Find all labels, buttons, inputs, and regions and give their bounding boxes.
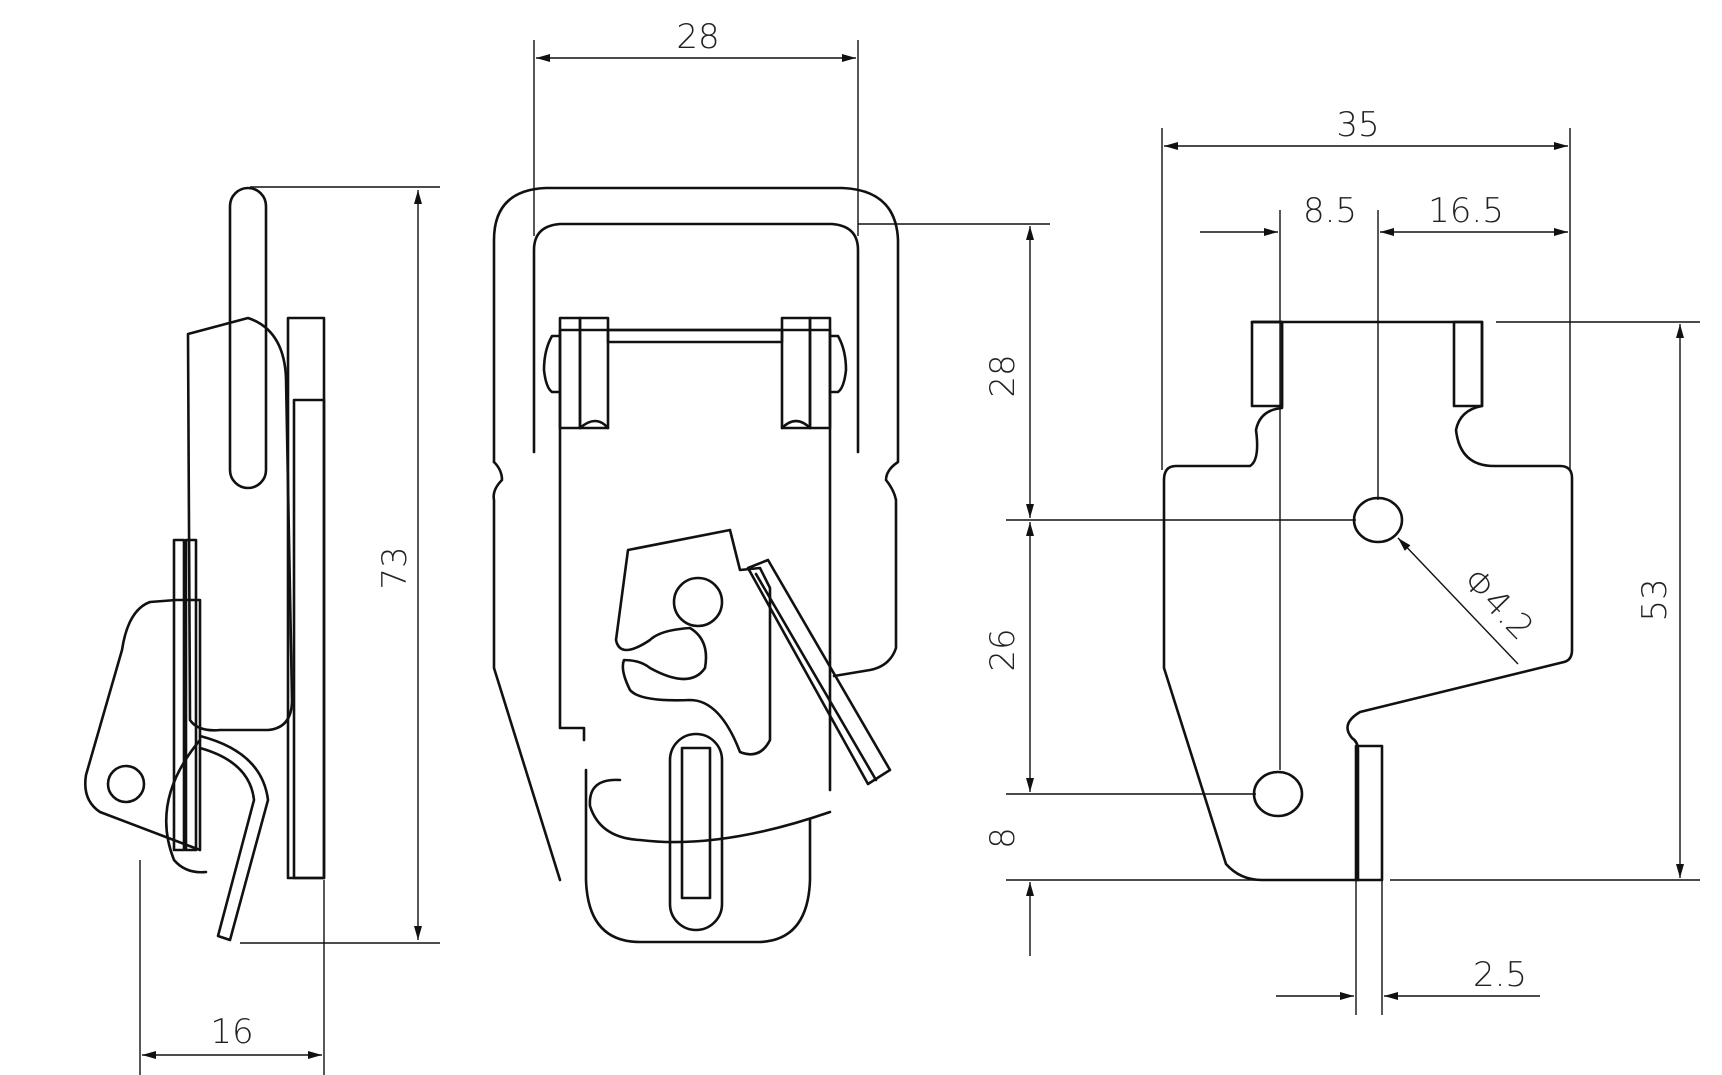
side-clip-plate-2 xyxy=(184,538,198,852)
base-bottom-offset-label: 8 xyxy=(983,827,1023,849)
front-hinge-knuckle-right-2 xyxy=(808,316,832,430)
side-hook xyxy=(84,598,202,852)
side-roller xyxy=(164,738,208,874)
base-height-label: 53 xyxy=(1635,578,1675,621)
front-hinge-pin-right xyxy=(828,334,848,394)
base-width-label: 35 xyxy=(1336,105,1379,145)
front-hinge-knuckle-right xyxy=(780,316,812,430)
front-slot-inner xyxy=(680,746,712,900)
side-lever-tab xyxy=(228,186,268,490)
base-offset-right-label: 16.5 xyxy=(1428,191,1504,231)
base-hole-top xyxy=(1352,496,1404,544)
front-hinge-knuckle-left-2 xyxy=(578,316,610,430)
front-slot-outer xyxy=(668,732,724,932)
front-cam-hole xyxy=(672,576,724,628)
front-hinge-bar xyxy=(606,328,784,344)
base-lip xyxy=(1354,744,1384,882)
front-hook-plate xyxy=(584,768,812,944)
front-view: 28 xyxy=(492,17,900,944)
side-depth-label: 16 xyxy=(210,1012,253,1052)
base-upper-height-label: 28 xyxy=(983,354,1023,397)
base-tab-right xyxy=(1452,320,1484,408)
front-main-plate xyxy=(558,328,832,792)
base-view: 35 8.5 16.5 28 26 8 53 2.5 Φ4.2 xyxy=(858,105,1700,1015)
base-hole-diameter-leader xyxy=(1397,537,1519,665)
side-clip-plate xyxy=(172,538,186,852)
front-hook-curve xyxy=(588,778,832,844)
front-outer-loop-left xyxy=(492,460,562,882)
front-cam-lever xyxy=(614,528,772,756)
base-offset-left-label: 8.5 xyxy=(1303,191,1357,231)
front-outer-loop xyxy=(492,186,900,678)
front-diagonal-bar xyxy=(746,558,892,786)
side-spring-wire xyxy=(198,734,270,942)
base-tab-left xyxy=(1250,320,1284,408)
side-hinge-body xyxy=(186,316,294,732)
side-back-plate-inner xyxy=(292,398,326,880)
side-hook-hole xyxy=(106,764,146,804)
front-hinge-pin-left xyxy=(542,334,562,394)
front-inner-loop xyxy=(532,222,860,454)
front-width-label: 28 xyxy=(676,17,719,57)
front-hinge-knuckle-left xyxy=(558,316,582,430)
base-hole-bottom xyxy=(1252,770,1304,818)
base-hole-diameter-label: Φ4.2 xyxy=(1455,560,1542,648)
base-plate-outline xyxy=(1162,320,1574,882)
base-thickness-label: 2.5 xyxy=(1473,955,1527,995)
base-hole-spacing-label: 26 xyxy=(983,628,1023,671)
side-height-label: 73 xyxy=(375,546,415,589)
side-view: 73 16 xyxy=(84,186,440,1075)
